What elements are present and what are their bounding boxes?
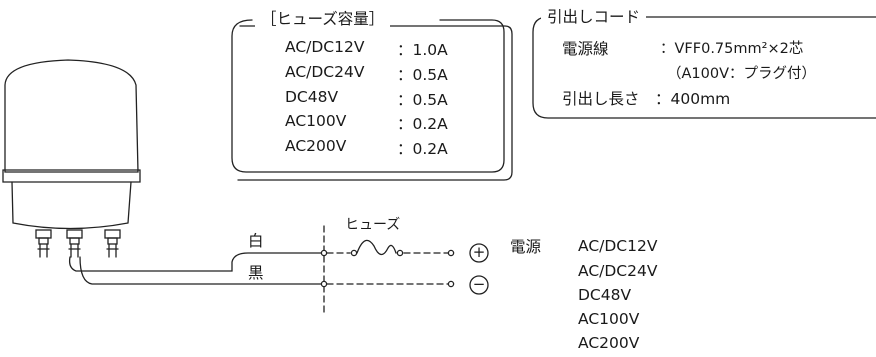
fuse-rating: ：0.5A xyxy=(397,66,448,84)
fuse-box-title: ［ヒューズ容量］ xyxy=(255,10,391,28)
terminal-right xyxy=(104,229,121,258)
wire-type-note: （A100V：プラグ付） xyxy=(667,66,817,82)
light-dome xyxy=(4,59,139,173)
supply-voltage: AC200V xyxy=(578,334,640,352)
fuse-voltage: AC100V xyxy=(285,112,347,130)
wire-white xyxy=(68,252,325,272)
supply-voltage: AC/DC24V xyxy=(578,262,658,280)
wire-type-label: 電源線 xyxy=(562,40,609,58)
fuse-box-frame xyxy=(231,19,505,173)
fuse-voltage: AC/DC12V xyxy=(285,38,365,56)
cord-length-value: ：400mm xyxy=(655,90,731,108)
signal-light-icon xyxy=(2,59,141,258)
light-band xyxy=(2,169,141,183)
fuse-rating: ：0.2A xyxy=(397,140,448,158)
white-wire-label: 白 xyxy=(248,232,264,250)
wire-type-value: ：VFF0.75mm²×2芯 xyxy=(660,41,804,57)
cord-length-label: 引出し長さ xyxy=(562,90,640,108)
black-wire-label: 黒 xyxy=(248,264,264,282)
fuse-rating: ：0.5A xyxy=(397,91,448,109)
terminal-left xyxy=(35,229,52,258)
wire-black xyxy=(79,256,325,285)
cord-box-frame xyxy=(532,16,876,119)
supply-voltage: DC48V xyxy=(578,286,632,304)
plus-terminal-icon xyxy=(469,243,489,263)
fuse-label: ヒューズ xyxy=(345,217,401,233)
fuse-rating: ：0.2A xyxy=(397,115,448,133)
fuse-voltage: DC48V xyxy=(285,88,339,106)
fuse-rating: ：1.0A xyxy=(397,41,448,59)
power-supply-label: 電源 xyxy=(510,238,542,256)
minus-symbol: − xyxy=(472,275,486,293)
fuse-voltage: AC200V xyxy=(285,137,347,155)
minus-terminal-icon xyxy=(469,275,489,295)
cord-box-title: 引出しコード xyxy=(541,8,647,26)
terminal-middle xyxy=(66,229,83,258)
light-base xyxy=(11,181,132,230)
fuse-symbol xyxy=(356,239,397,256)
supply-voltage: AC/DC12V xyxy=(578,237,658,255)
plus-symbol: + xyxy=(472,243,486,261)
supply-voltage: AC100V xyxy=(578,310,640,328)
fuse-voltage: AC/DC24V xyxy=(285,63,365,81)
fuse-box-shadow xyxy=(237,25,513,181)
